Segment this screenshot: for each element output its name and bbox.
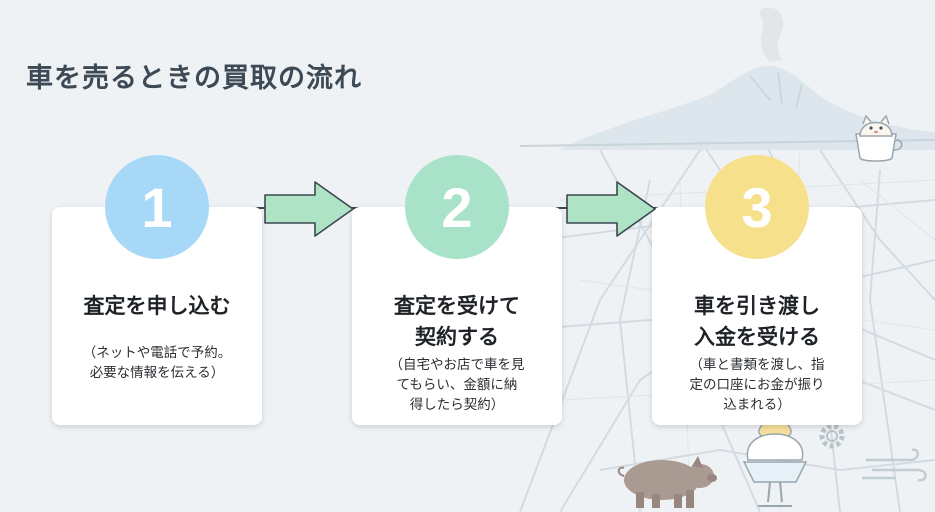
shaved-ice-icon xyxy=(742,420,808,507)
arrow-right-icon xyxy=(566,181,656,237)
step-3-description: （車と書類を渡し、指 定の口座にお金が振り 込まれる） xyxy=(689,357,825,413)
step-2-number-badge: 2 xyxy=(405,155,509,259)
arrow-1-shape xyxy=(264,181,354,237)
cat-in-cup-icon xyxy=(855,114,903,162)
step-2-title: 査定を受けて 契約する xyxy=(394,294,520,349)
step-1-description: （ネットや電話で予約。 必要な情報を伝える） xyxy=(82,345,232,381)
step-3-number: 3 xyxy=(741,175,773,239)
pig-illustration xyxy=(617,456,717,508)
step-1-number: 1 xyxy=(141,175,173,239)
arrow-right-icon xyxy=(264,181,354,237)
page-title: 車を売るときの買取の流れ xyxy=(26,63,362,94)
gear-icon xyxy=(819,423,845,449)
step-1-number-badge: 1 xyxy=(105,155,209,259)
step-3-number-badge: 3 xyxy=(705,155,809,259)
step-2-description: （自宅やお店で車を見 てもらい、金額に納 得したら契約） xyxy=(389,357,525,413)
step-2-number: 2 xyxy=(441,175,473,239)
step-1-title: 査定を申し込む xyxy=(83,294,231,318)
arrow-2-shape xyxy=(566,181,656,237)
wind-icon xyxy=(862,448,927,482)
step-3-title: 車を引き渡し 入金を受ける xyxy=(694,294,820,349)
